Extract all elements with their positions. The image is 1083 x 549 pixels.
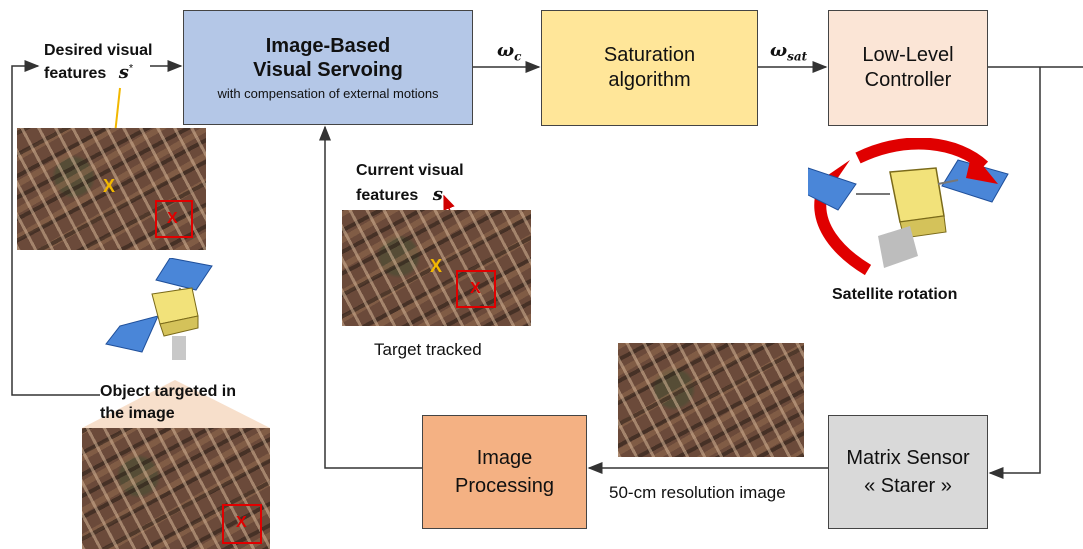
desired-symbol: s	[118, 62, 129, 83]
satellite-rotation-label: Satellite rotation	[832, 286, 958, 303]
desired-marker-yellow: X	[103, 176, 116, 196]
ibvs-title-line1: Image-Based	[265, 35, 391, 57]
target-tracked-label: Target tracked	[374, 340, 482, 359]
desired-features-image: X X	[17, 128, 206, 250]
satellite-small-icon	[105, 258, 213, 360]
current-target-box	[456, 270, 496, 308]
ibvs-subtitle: with compensation of external motions	[217, 86, 439, 101]
image-processing-block: Image Processing	[422, 415, 587, 529]
resolution-label: 50-cm resolution image	[609, 483, 786, 502]
current-marker-red: X	[470, 280, 481, 297]
object-targeted-image: X	[82, 428, 270, 549]
saturation-line1: Saturation	[603, 44, 696, 66]
object-marker-red: X	[236, 514, 247, 531]
sensor-line2: « Starer »	[864, 475, 952, 497]
saturation-block: Saturation algorithm	[541, 10, 758, 126]
processing-line1: Image	[476, 447, 533, 469]
object-targeted-line2: the image	[100, 405, 175, 422]
omega-sat-label: ωsat	[770, 40, 808, 64]
controller-to-sensor-line	[988, 66, 1083, 473]
controller-line1: Low-Level	[862, 44, 954, 66]
desired-sup: *	[128, 62, 134, 75]
ibvs-title-line2: Visual Servoing	[253, 59, 403, 81]
current-features-line2: features s	[356, 184, 443, 205]
object-target-box	[222, 504, 262, 544]
ibvs-block: Image-Based Visual Servoing with compens…	[183, 10, 473, 125]
omega-c-label: ωc	[497, 40, 522, 64]
object-targeted-line1: Object targeted in	[100, 383, 237, 400]
sensor-output-image	[618, 343, 804, 457]
desired-target-box	[155, 200, 193, 238]
current-symbol: s	[432, 184, 443, 205]
saturation-line2: algorithm	[608, 69, 691, 91]
zoom-cone	[82, 380, 270, 428]
current-features-line1: Current visual	[356, 162, 464, 179]
current-marker-yellow: X	[430, 256, 443, 276]
processing-to-ibvs-feedback	[319, 125, 422, 469]
matrix-sensor-block: Matrix Sensor « Starer »	[828, 415, 988, 529]
low-level-controller-block: Low-Level Controller	[828, 10, 988, 126]
desired-marker-red: X	[167, 210, 178, 227]
current-features-image: X X	[342, 210, 531, 326]
processing-line2: Processing	[455, 475, 554, 497]
desired-features-line2: features s*	[44, 62, 134, 83]
controller-line2: Controller	[864, 69, 952, 91]
left-feedback-line	[11, 60, 100, 396]
desired-features-line1: Desired visual	[44, 42, 153, 59]
satellite-rotation-icon	[808, 138, 1009, 276]
sensor-line1: Matrix Sensor	[846, 447, 970, 469]
